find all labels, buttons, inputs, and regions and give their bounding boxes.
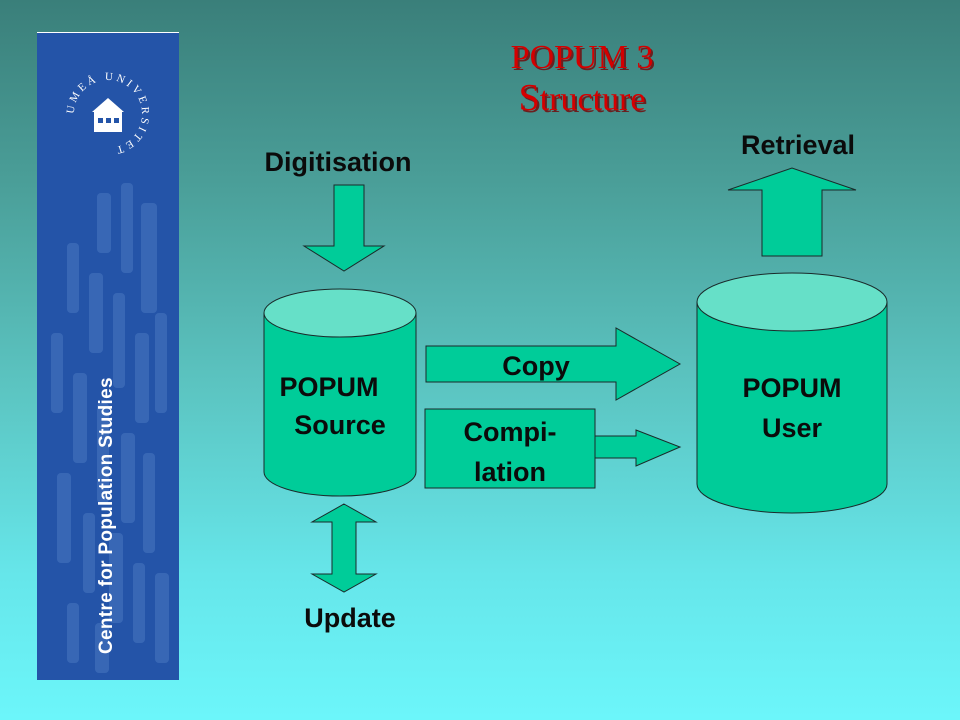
sidebar-panel: UMEÅ UNIVERSITET — [37, 33, 179, 680]
compilation-box — [424, 408, 596, 489]
user-label: POPUM User — [697, 372, 887, 444]
copy-label: Copy — [502, 351, 570, 381]
digitisation-label: Digitisation — [264, 147, 412, 177]
title-line-1: POPUM 3 — [510, 39, 654, 76]
title-initial: S — [518, 77, 540, 119]
compilation-arrow — [594, 429, 682, 467]
copy-arrow — [425, 327, 682, 401]
source-label: POPUM Source — [264, 371, 416, 441]
sidebar-texture — [51, 183, 169, 673]
source-label-line-2: Source — [294, 410, 386, 440]
sidebar-top-rule — [37, 32, 179, 33]
slide-title: POPUM 3 Structure — [432, 38, 732, 120]
source-cylinder — [263, 288, 417, 497]
title-line-2: Structure — [432, 78, 732, 120]
compilation-label-line-1: Compi- — [463, 417, 557, 447]
user-label-line-1: POPUM — [742, 373, 842, 403]
update-label: Update — [304, 603, 396, 633]
user-label-line-2: User — [761, 413, 823, 443]
retrieval-arrow — [727, 167, 857, 257]
compilation-label-line-2: lation — [474, 457, 546, 487]
user-cylinder — [696, 272, 888, 514]
title-rest: tructure — [539, 81, 646, 118]
digitisation-arrow — [302, 184, 386, 272]
update-arrow — [310, 503, 378, 593]
university-logo: UMEÅ UNIVERSITET — [65, 71, 149, 157]
source-label-line-1: POPUM — [279, 372, 379, 402]
compilation-label: Compi- lation — [425, 416, 595, 488]
retrieval-label: Retrieval — [740, 130, 856, 160]
